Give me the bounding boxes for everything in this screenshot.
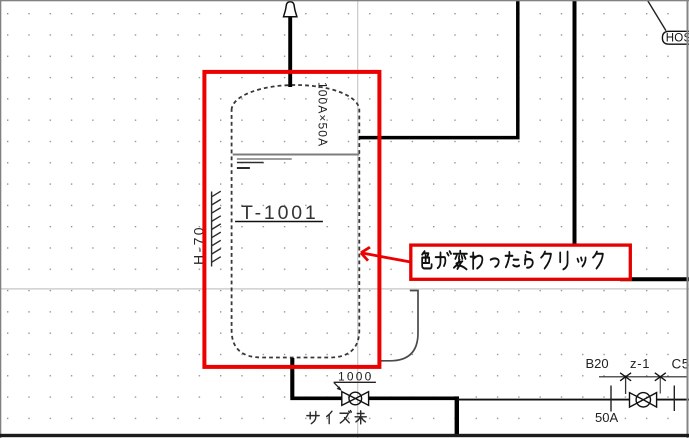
svg-text:HOSE: HOSE — [666, 33, 689, 45]
svg-text:z-1: z-1 — [630, 356, 650, 371]
svg-text:1000: 1000 — [338, 370, 374, 384]
svg-text:B20: B20 — [586, 356, 609, 371]
svg-text:50A: 50A — [595, 410, 618, 425]
svg-text:100A×50A: 100A×50A — [316, 82, 330, 147]
svg-text:T-1001: T-1001 — [241, 202, 319, 224]
svg-text:C50: C50 — [672, 357, 689, 372]
